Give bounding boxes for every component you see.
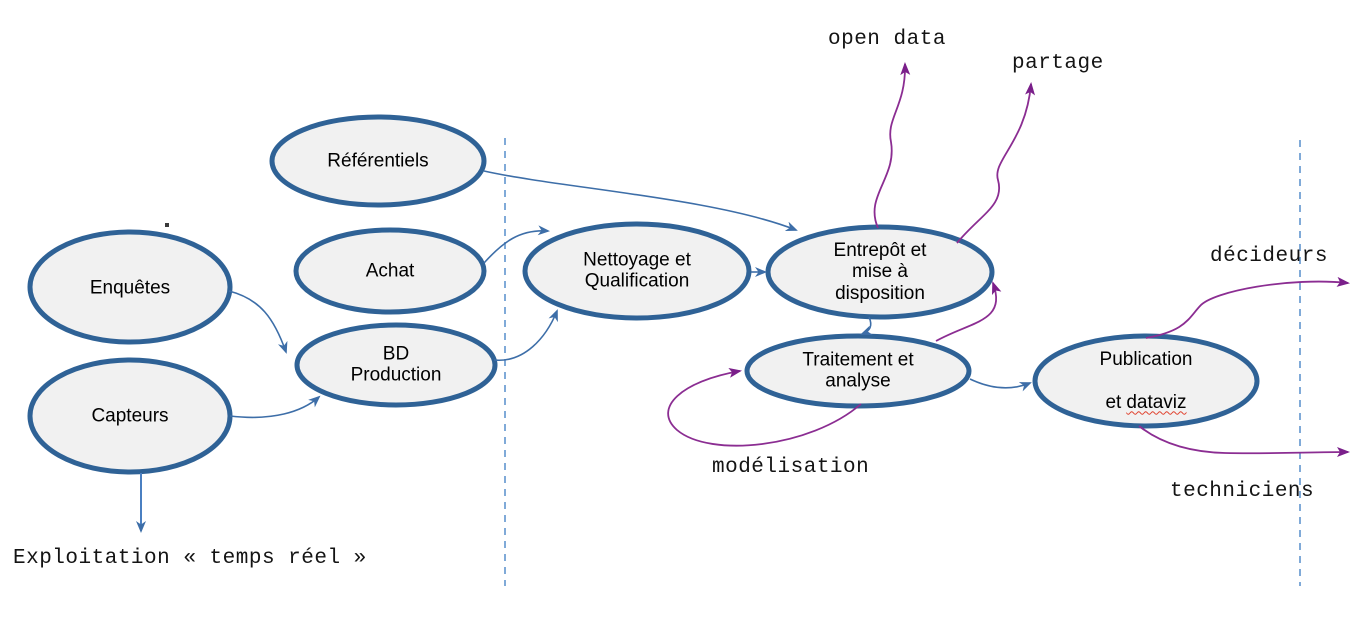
node-achat	[293, 227, 487, 315]
node-enquetes	[27, 229, 233, 345]
arrow-referentiels-to-entrepot	[483, 170, 798, 231]
annotation-exploitation: Exploitation « temps réel »	[13, 547, 367, 570]
arrow-traitement-to-entrepot	[935, 281, 1002, 342]
annotation-partage: partage	[1012, 52, 1104, 75]
arrow-capteurs-to-bd	[229, 395, 321, 419]
label-publication-dataviz: dataviz	[1126, 391, 1187, 413]
label-achat: Achat	[365, 260, 415, 282]
arrow-bd-to-nettoyage	[493, 309, 558, 361]
arrow-modelisation-loop	[667, 367, 862, 447]
label-publication-line1: Publication	[1099, 349, 1193, 371]
stray-dot	[165, 223, 169, 227]
annotation-techniciens: techniciens	[1170, 480, 1315, 503]
annotation-modelisation: modélisation	[712, 456, 870, 479]
node-referentiels	[269, 114, 487, 208]
node-publication	[1032, 333, 1260, 429]
arrow-achat-to-nettoyage	[483, 225, 550, 264]
label-traitement: Traitement et analyse	[802, 349, 914, 392]
label-bd-production: BD Production	[350, 343, 442, 386]
arrow-publication-to-decideurs	[1145, 276, 1350, 339]
node-nettoyage	[522, 221, 752, 321]
arrow-enquetes-to-bd	[228, 290, 288, 354]
label-nettoyage: Nettoyage et Qualification	[583, 249, 691, 292]
arrow-traitement-to-publication	[969, 378, 1032, 392]
arrow-entrepot-to-partage	[956, 82, 1036, 244]
annotation-open-data: open data	[828, 28, 946, 51]
annotation-decideurs: décideurs	[1210, 245, 1328, 268]
label-referentiels: Référentiels	[327, 150, 429, 172]
label-entrepot: Entrepôt et mise à disposition	[833, 240, 927, 304]
node-entrepot	[765, 224, 995, 320]
arrow-entrepot-to-traitement	[860, 316, 874, 336]
label-enquetes: Enquêtes	[89, 277, 171, 299]
arrow-publication-to-techniciens	[1138, 425, 1350, 458]
label-capteurs: Capteurs	[91, 405, 169, 427]
label-publication-et: et	[1105, 391, 1122, 413]
arrow-entrepot-to-open-data	[873, 62, 911, 229]
node-bd-production	[294, 322, 498, 408]
